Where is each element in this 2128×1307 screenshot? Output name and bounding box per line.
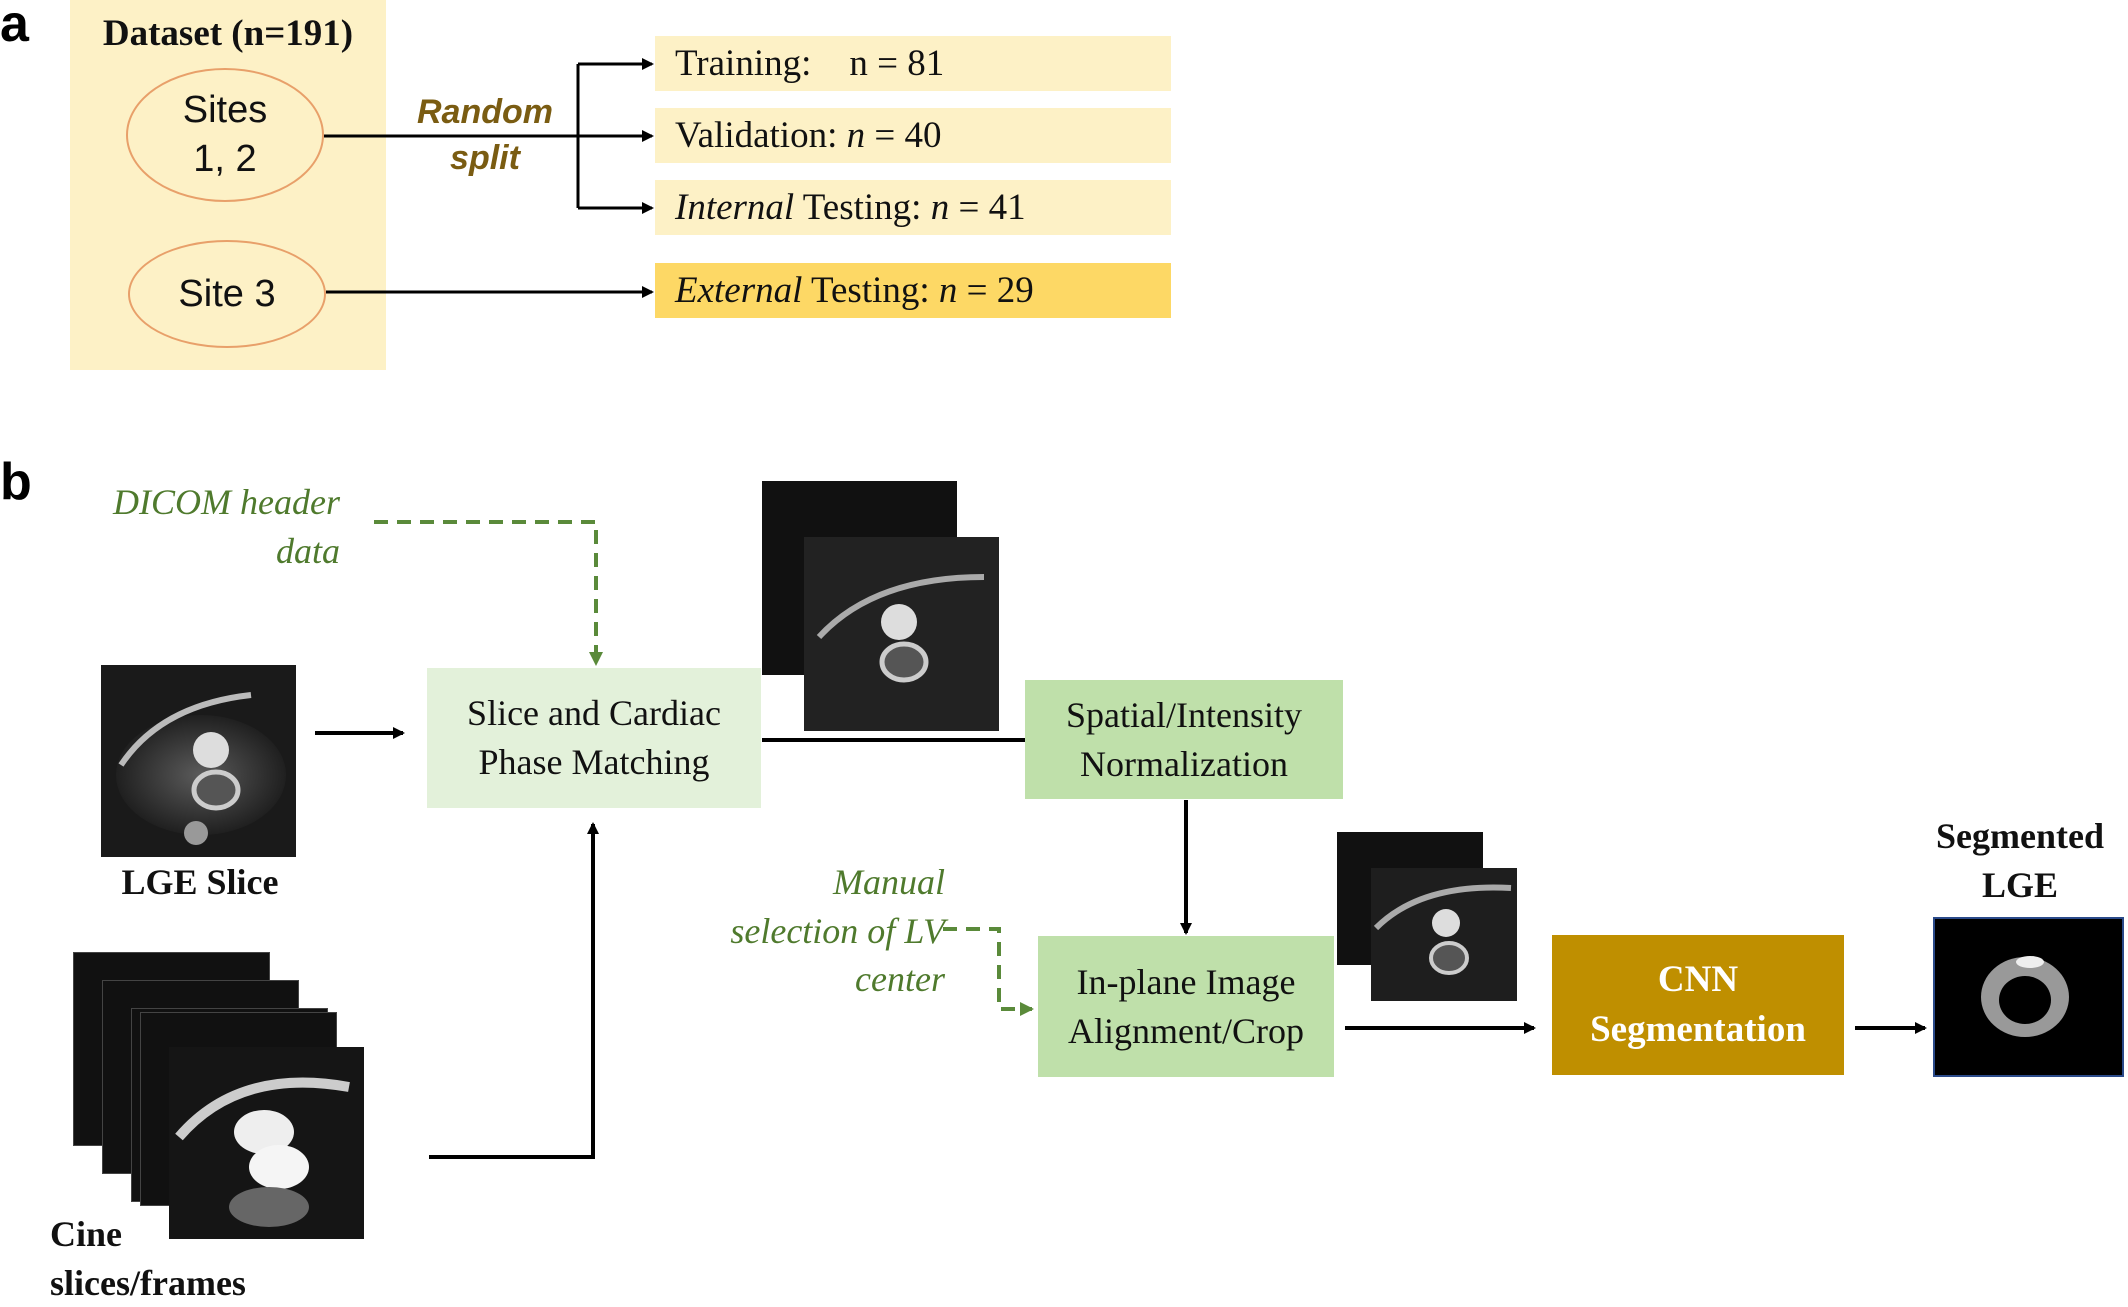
segmented-label-line1: Segmented [1936,816,2104,856]
dataset-title: Dataset (n=191) [102,12,354,54]
panel-a-label: a [0,0,29,53]
internal-testing-box: Internal Testing: n = 41 [655,180,1171,235]
external-label-italic: External [675,270,803,311]
random-split-line1: Random [417,93,553,131]
manual-note-line1: Manual [833,862,945,902]
site-3-ellipse: Site 3 [128,240,326,348]
cropped-image-front [1371,868,1517,1001]
matched-front-graphic [804,537,999,731]
manual-note-line3: center [855,959,945,1000]
internal-n: n [930,187,950,228]
lge-slice-graphic [101,665,296,857]
cnn-line1: CNN [1657,959,1739,1001]
cnn-segmentation-box: CNN Segmentation [1552,935,1844,1075]
alignment-line1: In-plane Image [1076,961,1296,1002]
internal-value: = 41 [949,187,1026,228]
segmented-ring-graphic [1981,956,2069,1037]
validation-box: Validation: n = 40 [655,108,1171,163]
training-box: Training: n = 81 [655,36,1171,91]
validation-n: n [846,115,866,156]
cine-front-graphic [169,1047,364,1239]
validation-label: Validation: [675,115,847,156]
segmented-label-line2: LGE [1981,864,2059,905]
cnn-line2: Segmentation [1590,1009,1806,1050]
internal-label-rest: Testing: [794,187,931,228]
lge-slice-image [101,665,296,857]
external-label-rest: Testing: [802,270,939,311]
lge-slice-label: LGE Slice [121,862,279,902]
random-split-label: Random split [400,90,570,182]
alignment-line2: Alignment/Crop [1068,1010,1304,1051]
cine-label: Cine slices/frames [50,1210,350,1307]
training-value: n = 81 [849,43,945,84]
dicom-note-line2: data [275,530,340,571]
cine-label-line1: Cine [50,1214,122,1254]
matched-image-front [804,537,999,731]
validation-value: = 40 [865,115,942,156]
panel-b-label: b [0,453,32,511]
sites-1-2-line1: Sites [182,88,268,131]
external-n: n [938,270,958,311]
segmented-lge-label: Segmented LGE [1912,812,2128,909]
normalization-line2: Normalization [1080,743,1288,784]
segmented-lge-image [1933,917,2124,1077]
dicom-header-note: DICOM header data [60,478,340,575]
cine-frame-front [169,1047,364,1239]
slice-matching-line1: Slice and Cardiac [467,693,721,734]
cine-label-line2: slices/frames [50,1262,246,1303]
alignment-crop-box: In-plane Image Alignment/Crop [1038,936,1334,1077]
normalization-line1: Spatial/Intensity [1066,694,1302,735]
random-split-line2: split [450,138,520,177]
dicom-note-line1: DICOM header [113,482,340,522]
sites-1-2-line2: 1, 2 [193,138,257,180]
slice-matching-line2: Phase Matching [478,742,710,782]
external-value: = 29 [957,270,1034,311]
site-3-label: Site 3 [178,272,276,315]
manual-note-line2: selection of LV [730,910,945,951]
training-label: Training: [675,43,812,84]
slice-phase-matching-box: Slice and Cardiac Phase Matching [427,668,761,808]
normalization-box: Spatial/Intensity Normalization [1025,680,1343,799]
cropped-front-graphic [1371,868,1517,1001]
sites-1-2-ellipse: Sites 1, 2 [126,68,324,202]
manual-selection-note: Manual selection of LV center [650,858,945,1004]
internal-label-italic: Internal [675,187,795,228]
external-testing-box: External Testing: n = 29 [655,263,1171,318]
